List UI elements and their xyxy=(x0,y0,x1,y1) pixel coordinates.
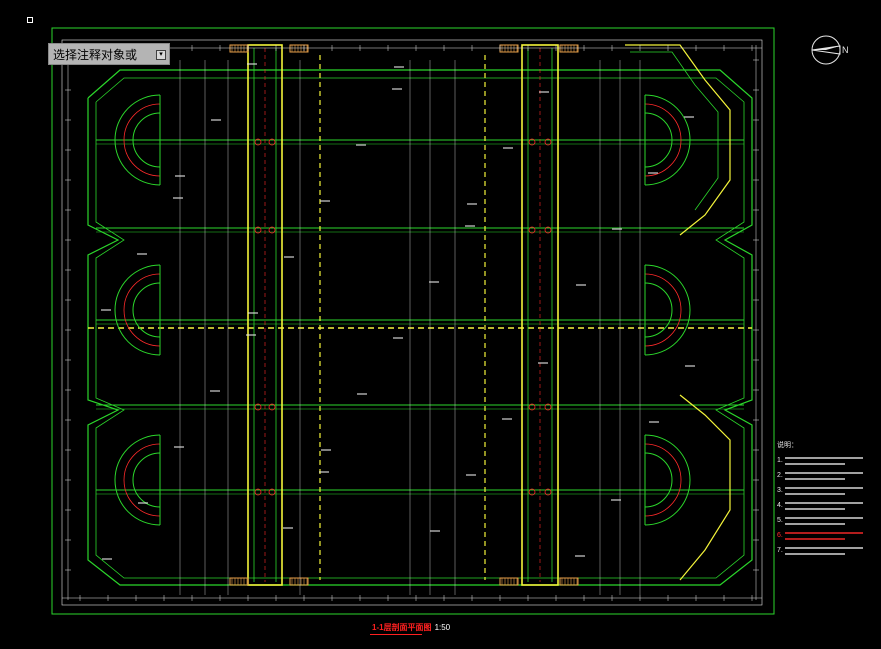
pool-structure xyxy=(87,44,753,586)
note-number: 5. xyxy=(777,517,783,524)
command-prompt-tooltip[interactable]: 选择注释对象或 ▾ xyxy=(48,43,170,65)
drawing-title-text: 1-1层剖面平面图 xyxy=(372,623,432,632)
note-number: 7. xyxy=(777,547,783,554)
notes-heading: 说明： xyxy=(777,440,798,449)
command-prompt-text: 选择注释对象或 xyxy=(53,47,138,62)
drawing-title-underline xyxy=(370,634,422,635)
note-number: 2. xyxy=(777,472,783,479)
drawing-frame xyxy=(51,27,775,615)
dropdown-arrow-icon[interactable]: ▾ xyxy=(156,50,166,60)
dimension-lines xyxy=(62,45,762,601)
design-notes: 说明： 1. 2. 3. 4. 5. 6. 7. xyxy=(777,440,863,555)
note-number: 6. xyxy=(777,532,783,539)
drawing-scale: 1:50 xyxy=(434,623,451,632)
note-number: 1. xyxy=(777,457,783,464)
compass-label: N xyxy=(842,45,849,55)
note-number: 3. xyxy=(777,487,783,494)
north-arrow-icon: N xyxy=(811,35,849,65)
note-number: 4. xyxy=(777,502,783,509)
viewport-corner-marker xyxy=(27,17,33,23)
